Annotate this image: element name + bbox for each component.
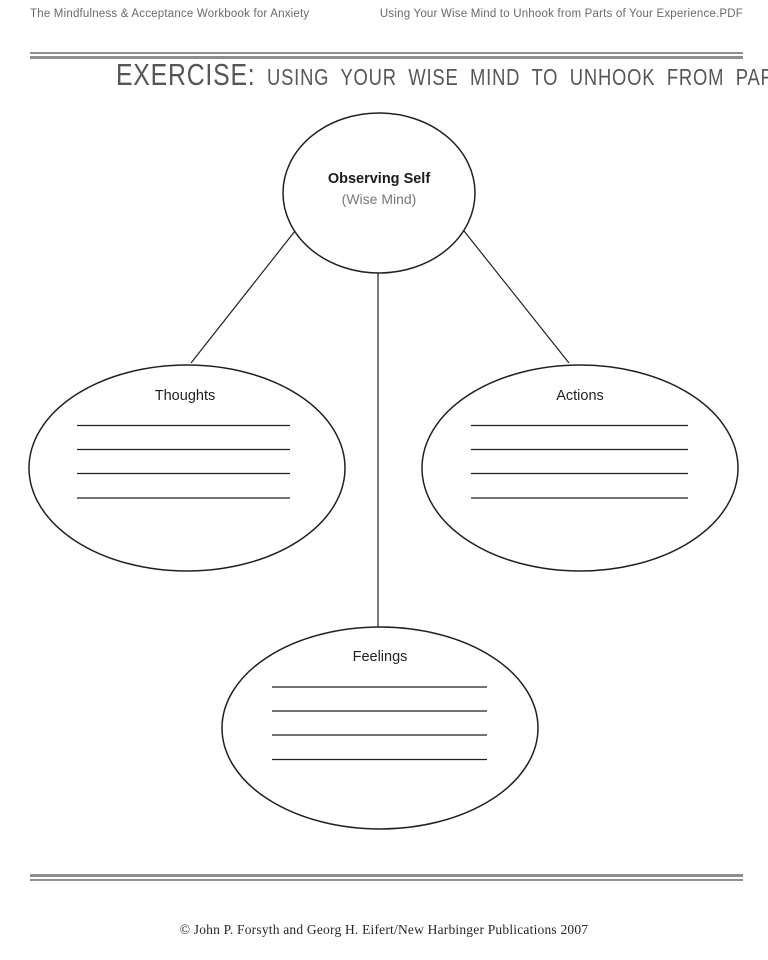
feelings-label: Feelings xyxy=(353,649,408,665)
top-divider xyxy=(30,52,743,59)
exercise-title: EXERCISE: USING YOUR WISE MIND TO UNHOOK… xyxy=(0,57,768,93)
top-divider-thin-line xyxy=(30,52,743,54)
bottom-divider-thick-line xyxy=(30,874,743,877)
page-header: The Mindfulness & Acceptance Workbook fo… xyxy=(30,8,743,20)
top-divider-thick-line xyxy=(30,56,743,59)
edge-observing-self-to-thoughts xyxy=(190,230,296,364)
wise-mind-sublabel: (Wise Mind) xyxy=(342,191,417,207)
feelings-node xyxy=(221,626,539,830)
edge-observing-self-to-actions xyxy=(463,230,570,364)
actions-label: Actions xyxy=(556,388,604,404)
thoughts-write-lines xyxy=(77,424,290,499)
observing-self-node xyxy=(282,112,476,274)
exercise-title-text: USING YOUR WISE MIND TO UNHOOK FROM PART… xyxy=(255,64,768,90)
header-book-title: The Mindfulness & Acceptance Workbook fo… xyxy=(30,8,310,20)
bottom-divider-thin-line xyxy=(30,879,743,881)
copyright-footer: © John P. Forsyth and Georg H. Eifert/Ne… xyxy=(179,922,589,937)
actions-write-lines xyxy=(471,424,688,499)
actions-node xyxy=(421,364,739,572)
thoughts-label: Thoughts xyxy=(155,388,215,404)
bottom-divider xyxy=(30,874,743,881)
thoughts-node xyxy=(28,364,346,572)
feelings-write-lines xyxy=(272,686,487,761)
observing-self-label: Observing Self xyxy=(328,171,431,187)
exercise-title-rest: USING YOUR WISE MIND TO UNHOOK FROM PART… xyxy=(266,64,768,90)
header-document-name: Using Your Wise Mind to Unhook from Part… xyxy=(379,8,743,20)
exercise-title-prefix: EXERCISE: xyxy=(115,57,256,92)
exercise-title-inner: EXERCISE: USING YOUR WISE MIND TO UNHOOK… xyxy=(116,57,768,93)
